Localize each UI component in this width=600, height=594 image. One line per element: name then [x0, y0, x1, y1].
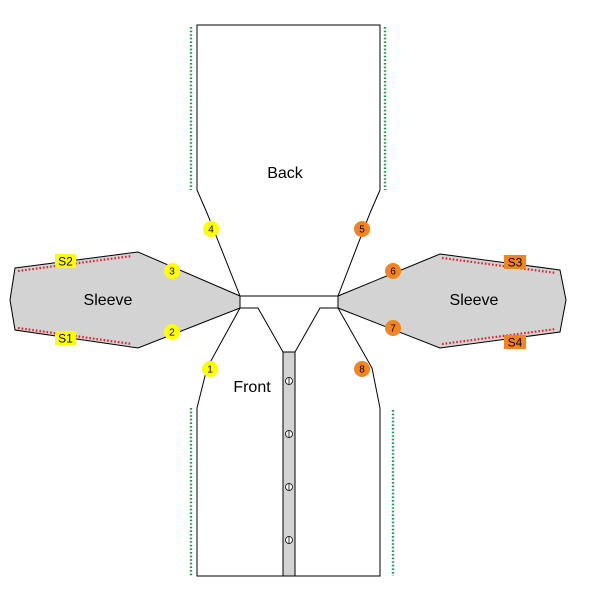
marker-3-bg: [164, 263, 180, 279]
marker-1-bg: [202, 361, 218, 377]
seam-label-s2-bg: [55, 254, 76, 268]
seam-label-s3-group: S3: [504, 255, 526, 270]
front-label: Front: [233, 379, 271, 396]
left-sleeve-label: Sleeve: [84, 292, 133, 309]
back-label: Back: [267, 165, 304, 182]
marker-6: 6: [390, 267, 396, 278]
back-piece-outline: [196, 24, 381, 297]
buttons: [285, 377, 293, 544]
left-sleeve-outline: [9, 251, 241, 349]
seam-label-s2: S2: [58, 255, 73, 269]
seam-label-s1-group: S1: [55, 331, 76, 346]
marker-8-group: 8: [354, 361, 370, 377]
marker-3-group: 3: [164, 263, 180, 279]
marker-7: 7: [390, 324, 396, 335]
marker-8: 8: [359, 365, 365, 376]
seam-label-s1-bg: [55, 331, 76, 345]
marker-8-bg: [354, 361, 370, 377]
marker-5: 5: [359, 225, 365, 236]
seam-line-s1: [17, 326, 133, 346]
marker-6-group: 6: [385, 263, 401, 279]
marker-5-group: 5: [354, 221, 370, 237]
marker-2-group: 2: [164, 324, 180, 340]
marker-1: 1: [207, 365, 213, 376]
red-seam-lines: [17, 254, 557, 346]
marker-4: 4: [208, 225, 214, 236]
seam-label-s1: S1: [58, 332, 73, 346]
marker-2: 2: [169, 328, 175, 339]
marker-4-bg: [203, 221, 219, 237]
seam-label-s4: S4: [508, 336, 523, 350]
button-placket: [282, 351, 296, 577]
marker-4-group: 4: [203, 221, 219, 237]
marker-7-bg: [385, 320, 401, 336]
seam-label-s4-group: S4: [504, 335, 526, 350]
seam-line-s4: [441, 327, 557, 346]
marker-7-group: 7: [385, 320, 401, 336]
seam-label-s2-group: S2: [55, 254, 76, 269]
marker-2-bg: [164, 324, 180, 340]
seam-line-s2: [17, 254, 133, 273]
seam-label-s3: S3: [508, 256, 523, 270]
marker-5-bg: [354, 221, 370, 237]
marker-6-bg: [385, 263, 401, 279]
right-sleeve-label: Sleeve: [450, 292, 499, 309]
seam-line-s3: [441, 256, 557, 275]
green-side-lines: [189, 27, 395, 576]
seam-label-s4-bg: [504, 335, 526, 349]
seam-label-s3-bg: [504, 255, 526, 269]
marker-1-group: 1: [202, 361, 218, 377]
marker-3: 3: [169, 267, 175, 278]
